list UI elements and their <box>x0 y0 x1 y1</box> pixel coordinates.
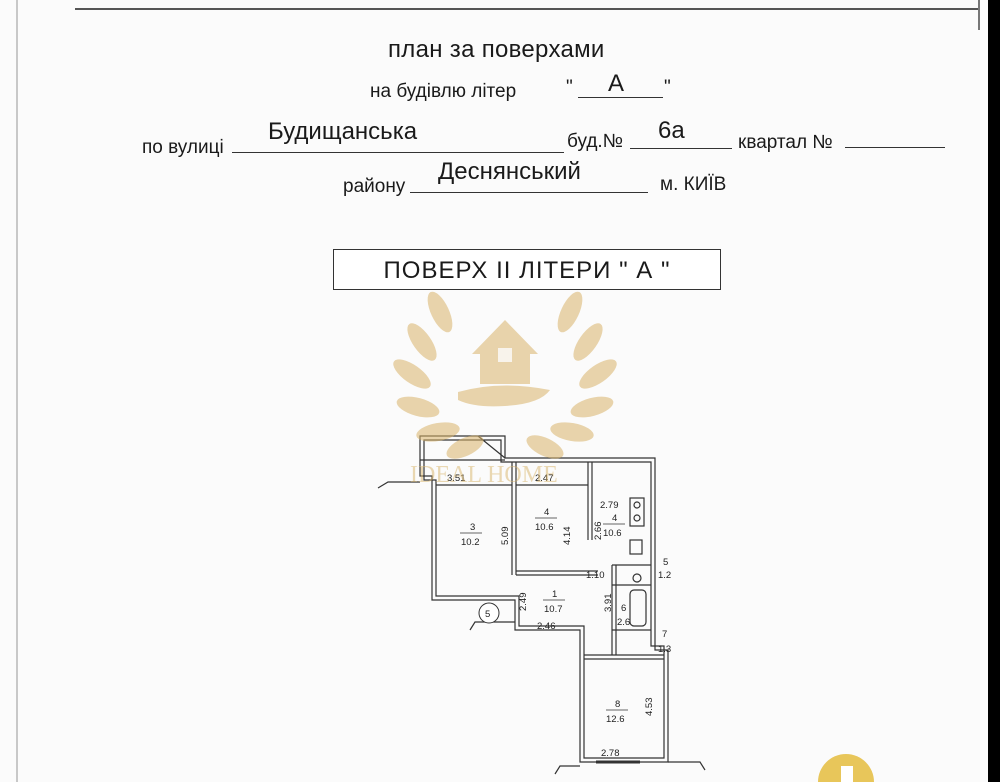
ideal-home-watermark: IDEAL HOME <box>393 291 617 488</box>
svg-text:1: 1 <box>552 589 557 600</box>
svg-text:4: 4 <box>612 513 617 524</box>
building-underline <box>578 97 663 98</box>
svg-text:10.2: 10.2 <box>461 537 480 548</box>
svg-text:10.7: 10.7 <box>544 604 563 615</box>
svg-text:12.6: 12.6 <box>606 714 625 725</box>
street-underline <box>232 152 564 153</box>
dim-246: 2.46 <box>537 621 556 632</box>
district-prefix: району <box>343 176 406 197</box>
room-8: 8 12.6 <box>606 699 628 725</box>
document-title: план за поверхами <box>388 36 605 63</box>
room-6: 6 2.6 <box>617 603 630 628</box>
svg-text:4: 4 <box>544 507 549 518</box>
room-2: 3 10.2 <box>460 522 482 548</box>
floor-label-box: ПОВЕРХ II ЛІТЕРИ " А " <box>333 249 721 290</box>
svg-text:6: 6 <box>621 603 626 614</box>
house-underline <box>630 148 732 149</box>
floor-label: ПОВЕРХ II ЛІТЕРИ " А " <box>383 257 671 284</box>
corner-rule <box>978 0 980 30</box>
quote-close: " <box>664 77 671 98</box>
stair-marker: 5 <box>485 609 490 620</box>
dim-278: 2.78 <box>601 748 620 759</box>
stair-marker-circle <box>478 602 500 624</box>
svg-text:1.2: 1.2 <box>658 570 671 581</box>
dim-247: 2.47 <box>535 473 554 484</box>
svg-text:7: 7 <box>662 629 667 640</box>
quarter-prefix: квартал № <box>738 132 833 153</box>
dim-351: 3.51 <box>447 473 466 484</box>
district-value: Деснянський <box>438 158 581 185</box>
building-prefix: на будівлю літер <box>370 81 517 102</box>
svg-text:10.6: 10.6 <box>603 528 622 539</box>
district-underline <box>410 192 648 193</box>
room-1: 1 10.7 <box>543 589 565 615</box>
house-prefix: буд.№ <box>567 131 624 152</box>
room-5: 5 1.2 <box>658 557 671 581</box>
corner-badge-icon <box>818 754 874 782</box>
svg-text:1.3: 1.3 <box>658 644 671 655</box>
svg-text:8: 8 <box>615 699 620 710</box>
svg-text:5: 5 <box>663 557 668 568</box>
svg-text:10.6: 10.6 <box>535 522 554 533</box>
quarter-underline <box>845 147 945 148</box>
city: м. КИЇВ <box>660 174 727 195</box>
top-rule <box>75 0 980 10</box>
room-3: 4 10.6 <box>535 507 557 533</box>
dim-249: 2.49 <box>518 593 529 612</box>
svg-text:2.6: 2.6 <box>617 617 630 628</box>
house-value: 6а <box>658 117 685 144</box>
watermark-brand: IDEAL HOME <box>410 462 558 488</box>
dim-453: 4.53 <box>644 698 655 717</box>
page-edge <box>16 0 18 782</box>
dim-279: 2.79 <box>600 500 619 511</box>
street-value: Будищанська <box>268 118 418 145</box>
room-7: 7 1.3 <box>658 629 671 655</box>
quote-open: " <box>566 77 573 98</box>
street-prefix: по вулиці <box>142 137 224 158</box>
dim-414: 4.14 <box>562 527 573 546</box>
dim-509: 5.09 <box>500 527 511 546</box>
room-4: 2 4 4 10.6 10.6 <box>603 513 625 539</box>
dim-391: 3.91 <box>603 594 614 613</box>
svg-text:3: 3 <box>470 522 475 533</box>
dim-110: 1.10 <box>586 570 605 581</box>
building-letter: А <box>608 70 625 97</box>
dim-266: 2.66 <box>593 522 604 541</box>
